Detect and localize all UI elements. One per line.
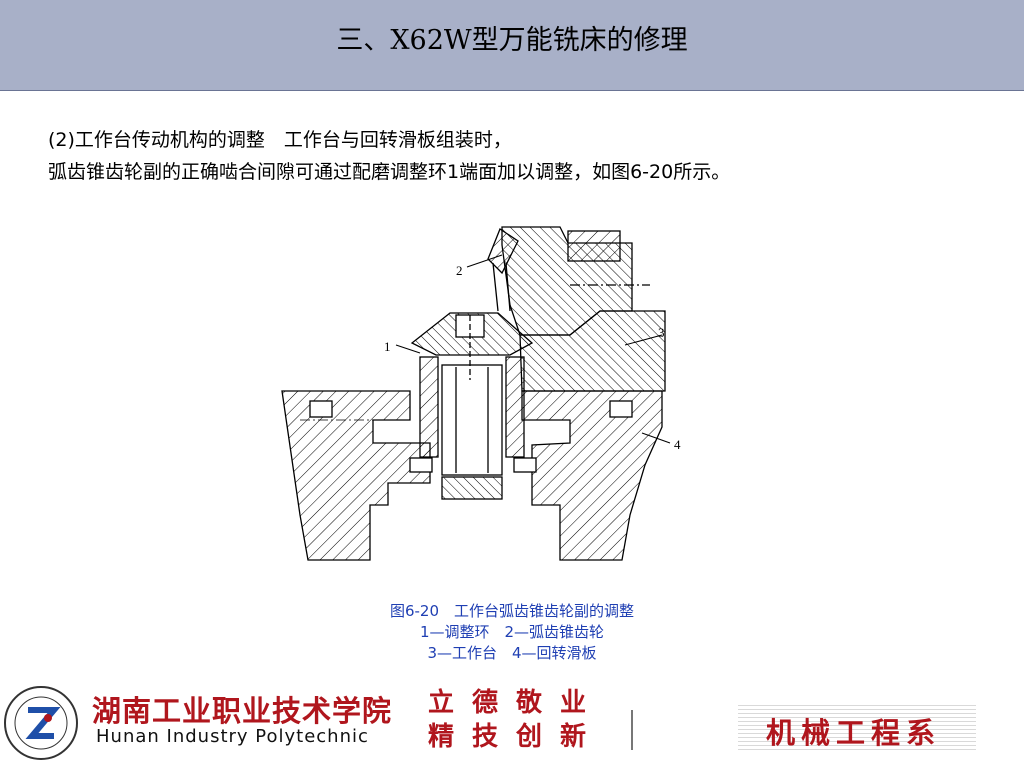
school-name-cn: 湖南工业职业技术学院 [92,694,393,728]
paragraph-line-2: 弧齿锥齿轮副的正确啮合间隙可通过配磨调整环1端面加以调整，如图6-20所示。 [48,161,731,183]
caption-line-1: 图6-20 工作台弧齿锥齿轮副的调整 [389,602,635,620]
caption-line-3: 3—工作台 4—回转滑板 [427,644,597,662]
label-4: 4 [674,437,681,452]
shaft [441,364,503,476]
figure-caption: 图6-20 工作台弧齿锥齿轮副的调整 1—调整环 2—弧齿锥齿轮 3—工作台 4… [0,601,1024,664]
department-name: 机械工程系 [766,716,942,750]
department-banner: 机械工程系 [738,702,976,752]
school-name-en: Hunan Industry Polytechnic [96,726,369,747]
bevel-gear [487,228,519,275]
key-block [567,230,621,262]
school-logo [4,686,78,760]
base-slide-part [281,390,431,561]
motto-line-2: 精技创新 [428,722,605,752]
paragraph-line-1: (2)工作台传动机构的调整 工作台与回转滑板组装时， [48,129,512,151]
adjusting-ring [419,356,439,458]
footer-banner: 湖南工业职业技术学院 Hunan Industry Polytechnic 立德… [0,678,1024,766]
drawing-svg: 2 1 3 4 [281,226,681,561]
label-3: 3 [658,325,665,340]
caption-line-2: 1—调整环 2—弧齿锥齿轮 [419,623,605,641]
header-bar: 三、X62W型万能铣床的修理 [0,0,1024,91]
base-slide-right [521,390,663,561]
body-text: (2)工作台传动机构的调整 工作台与回转滑板组装时， 弧齿锥齿轮副的正确啮合间隙… [48,124,988,188]
motto-line-1: 立德敬业 [428,688,605,718]
school-motto: 立德敬业 精技创新 [428,686,604,754]
label-2: 2 [456,263,463,278]
mechanical-drawing: 2 1 3 4 [270,215,690,595]
footer-divider [631,710,633,750]
slide-title: 三、X62W型万能铣床的修理 [336,25,688,56]
label-1: 1 [384,339,391,354]
